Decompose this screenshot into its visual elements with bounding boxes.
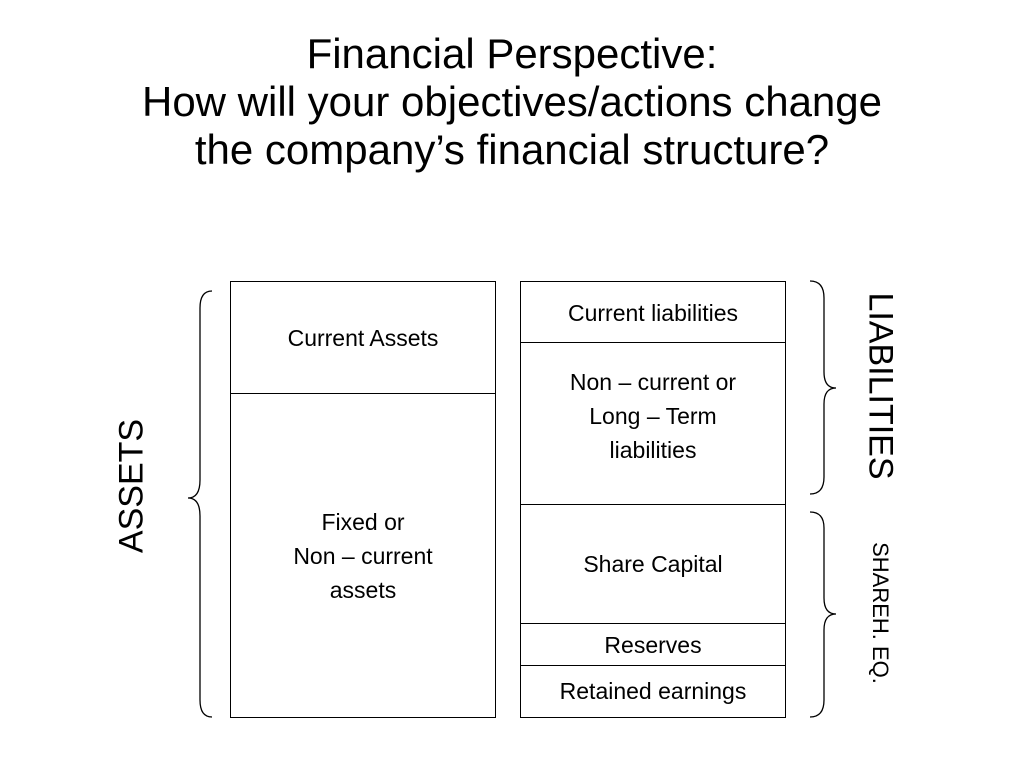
reserves-cell: Reserves <box>604 631 702 658</box>
title-line-1: Financial Perspective: <box>306 30 718 77</box>
title-line-2: How will your objectives/actions change <box>141 78 883 125</box>
slide-title: Financial Perspective: How will your obj… <box>0 30 1024 174</box>
equity-divider-1 <box>521 623 785 624</box>
title-line-3: the company’s financial structure? <box>194 126 830 173</box>
assets-group-label: ASSETS <box>112 418 151 554</box>
fixed-assets-cell: Fixed or Non – current assets <box>293 509 433 603</box>
liabilities-brace <box>809 280 837 495</box>
equity-brace <box>809 511 837 718</box>
assets-brace <box>187 290 213 718</box>
assets-box: Current Assets Fixed or Non – current as… <box>230 281 496 718</box>
equity-group-label: SHAREH. EQ. <box>868 542 893 684</box>
liabilities-equity-box: Current liabilities Non – current or Lon… <box>520 281 786 718</box>
current-assets-cell: Current Assets <box>287 324 439 351</box>
current-liabilities-cell: Current liabilities <box>567 299 738 326</box>
liabilities-divider-2 <box>521 504 785 505</box>
long-term-liabilities-cell: Non – current or Long – Term liabilities <box>569 369 737 463</box>
liabilities-divider-1 <box>521 342 785 343</box>
retained-earnings-cell: Retained earnings <box>559 678 747 704</box>
assets-divider <box>231 393 495 394</box>
share-capital-cell: Share Capital <box>583 551 723 577</box>
liabilities-group-label: LIABILITIES <box>861 292 900 480</box>
equity-divider-2 <box>521 665 785 666</box>
